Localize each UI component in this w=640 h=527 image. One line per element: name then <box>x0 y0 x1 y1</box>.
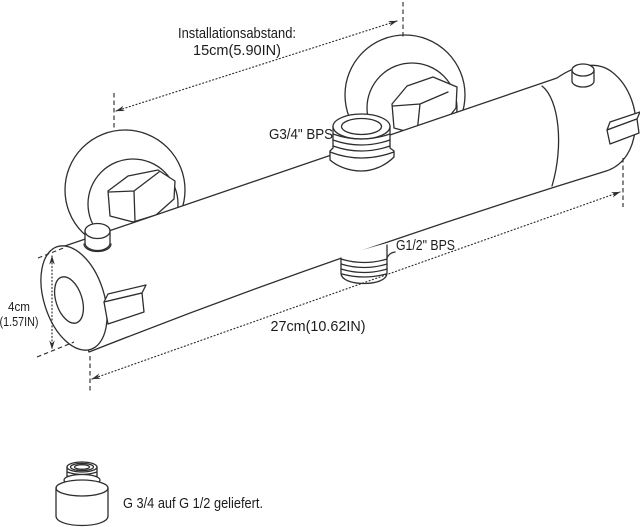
g34-thread-rings <box>329 133 395 159</box>
tick-top <box>37 246 67 259</box>
left-outlet-hole <box>53 276 85 324</box>
dimension-length: 27cm(10.62IN) <box>89 158 624 391</box>
g12-leader-line <box>386 251 396 259</box>
installation-distance-label: Installationsabstand: <box>178 25 296 42</box>
right-cap-section-line <box>541 85 560 187</box>
left-top-button <box>83 222 112 253</box>
length-value: 27cm(10.62IN) <box>271 318 366 335</box>
diameter-value: 4cm <box>8 299 30 314</box>
dimension-installation-distance: Installationsabstand: 15cm(5.90IN) <box>113 2 404 131</box>
tick-bottom <box>36 341 75 358</box>
installation-distance-value: 15cm(5.90IN) <box>193 42 281 59</box>
dimension-line-15cm <box>115 20 398 112</box>
dimension-height: 4cm (1.57IN) <box>0 246 75 358</box>
right-top-button <box>571 63 595 88</box>
g34-thread-bore <box>340 117 383 136</box>
dimension-line-27cm <box>91 191 621 380</box>
adapter-icon <box>55 461 109 527</box>
right-handle-tab <box>606 111 640 145</box>
g34-inlet-port <box>329 113 395 172</box>
diameter-value-inches: (1.57IN) <box>0 314 39 329</box>
label-g12-bps: G1/2" BPS <box>396 237 455 254</box>
label-g34-bps: G3/4" BPS <box>269 126 333 143</box>
adapter-note: G 3/4 auf G 1/2 geliefert. <box>123 495 263 512</box>
